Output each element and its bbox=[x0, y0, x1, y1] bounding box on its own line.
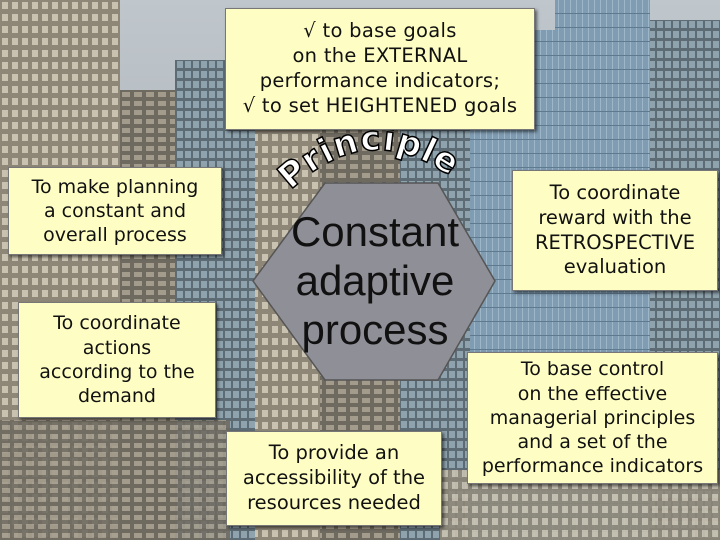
control-text: To base control on the effective manager… bbox=[481, 358, 704, 478]
actions-box: To coordinate actions according to the d… bbox=[18, 302, 216, 418]
resources-text: To provide an accessibility of the resou… bbox=[242, 441, 426, 514]
external-goals-text: √ to base goals on the EXTERNAL performa… bbox=[242, 19, 518, 117]
resources-box: To provide an accessibility of the resou… bbox=[226, 431, 442, 526]
reward-box: To coordinate reward with the RETROSPECT… bbox=[512, 170, 718, 291]
planning-text: To make planning a constant and overall … bbox=[31, 175, 199, 247]
external-goals-box: √ to base goals on the EXTERNAL performa… bbox=[225, 8, 535, 130]
planning-box: To make planning a constant and overall … bbox=[8, 167, 222, 255]
reward-text: To coordinate reward with the RETROSPECT… bbox=[534, 180, 696, 279]
actions-text: To coordinate actions according to the d… bbox=[39, 312, 195, 408]
control-box: To base control on the effective manager… bbox=[467, 352, 718, 484]
